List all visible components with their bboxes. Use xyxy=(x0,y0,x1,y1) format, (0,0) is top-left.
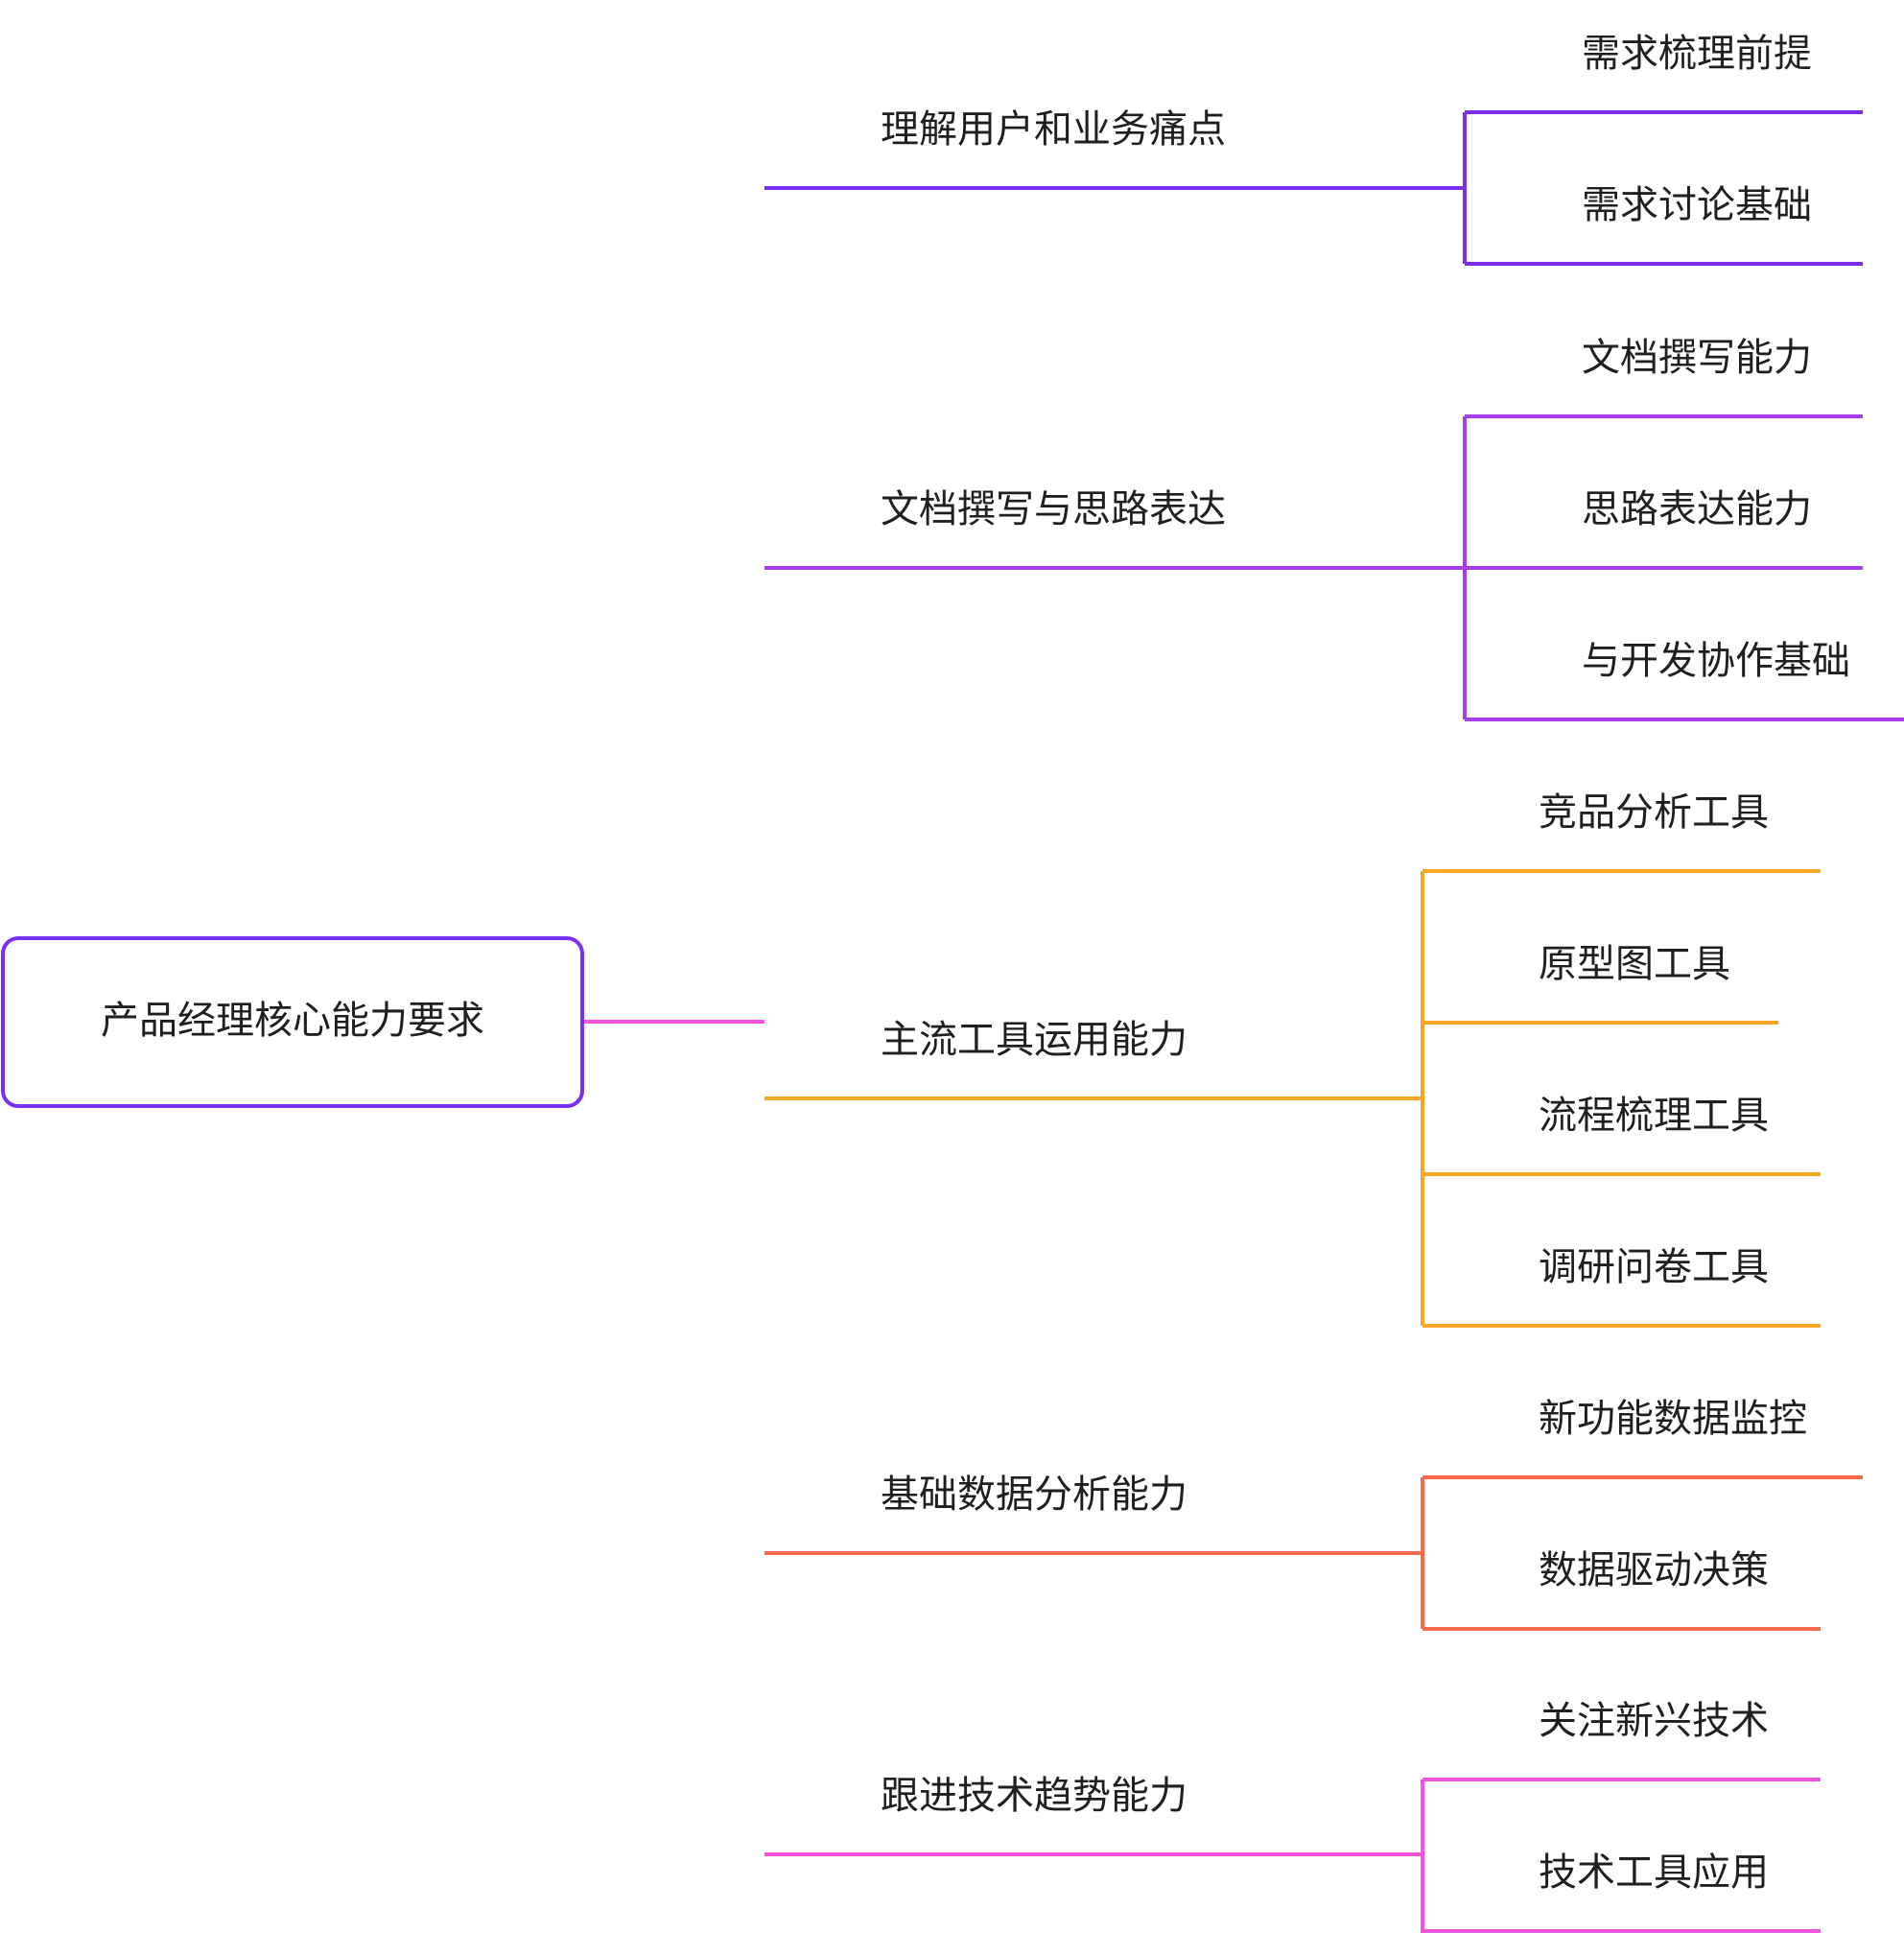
leaf-node[interactable]: 关注新兴技术 xyxy=(1422,1699,1821,1781)
leaf-label: 与开发协作基础 xyxy=(1582,639,1850,683)
branch-understand-users[interactable]: 理解用户和业务痛点 需求梳理前提 需求讨论基础 xyxy=(764,32,1863,266)
leaf-node[interactable]: 技术工具应用 xyxy=(1422,1850,1821,1933)
leaf-node[interactable]: 调研问卷工具 xyxy=(1422,1245,1821,1328)
leaf-label: 技术工具应用 xyxy=(1539,1850,1769,1895)
leaf-node[interactable]: 需求讨论基础 xyxy=(1465,183,1863,266)
branch-document-writing[interactable]: 文档撰写与思路表达 文档撰写能力 思路表达能力 与开发协作基础 xyxy=(764,336,1904,721)
branch-tech-trends[interactable]: 跟进技术趋势能力 关注新兴技术 技术工具应用 xyxy=(764,1699,1821,1933)
branch-label: 基础数据分析能力 xyxy=(881,1473,1187,1517)
leaf-label: 数据驱动决策 xyxy=(1539,1548,1769,1592)
leaf-label: 流程梳理工具 xyxy=(1539,1094,1769,1138)
leaf-label: 思路表达能力 xyxy=(1582,487,1812,531)
branch-label: 跟进技术趋势能力 xyxy=(881,1774,1187,1818)
root-label: 产品经理核心能力要求 xyxy=(101,999,484,1043)
root-node[interactable]: 产品经理核心能力要求 xyxy=(1,936,584,1108)
branch-label: 文档撰写与思路表达 xyxy=(881,487,1226,531)
leaf-label: 原型图工具 xyxy=(1539,942,1730,986)
branch-tools-usage[interactable]: 主流工具运用能力 竞品分析工具 原型图工具 流程梳理工具 调研问卷工具 xyxy=(764,790,1821,1328)
leaf-label: 文档撰写能力 xyxy=(1582,336,1812,380)
leaf-label: 竞品分析工具 xyxy=(1539,790,1769,835)
root-node-box xyxy=(1,936,584,1108)
leaf-node[interactable]: 新功能数据监控 xyxy=(1422,1397,1863,1479)
leaf-label: 新功能数据监控 xyxy=(1539,1397,1807,1441)
leaf-label: 需求讨论基础 xyxy=(1582,183,1812,227)
leaf-label: 关注新兴技术 xyxy=(1539,1699,1769,1743)
branch-label: 主流工具运用能力 xyxy=(881,1018,1187,1062)
leaf-node[interactable]: 需求梳理前提 xyxy=(1465,32,1863,114)
leaf-node[interactable]: 竞品分析工具 xyxy=(1422,790,1821,873)
leaf-node[interactable]: 文档撰写能力 xyxy=(1465,336,1863,418)
leaf-node[interactable]: 思路表达能力 xyxy=(1465,487,1863,570)
leaf-node[interactable]: 数据驱动决策 xyxy=(1422,1548,1821,1631)
leaf-node[interactable]: 原型图工具 xyxy=(1422,942,1778,1025)
leaf-node[interactable]: 与开发协作基础 xyxy=(1465,639,1904,721)
branch-label: 理解用户和业务痛点 xyxy=(881,107,1226,152)
branch-data-analysis[interactable]: 基础数据分析能力 新功能数据监控 数据驱动决策 xyxy=(764,1397,1863,1631)
leaf-label: 需求梳理前提 xyxy=(1582,32,1812,76)
leaf-node[interactable]: 流程梳理工具 xyxy=(1422,1094,1821,1176)
leaf-label: 调研问卷工具 xyxy=(1539,1245,1769,1289)
